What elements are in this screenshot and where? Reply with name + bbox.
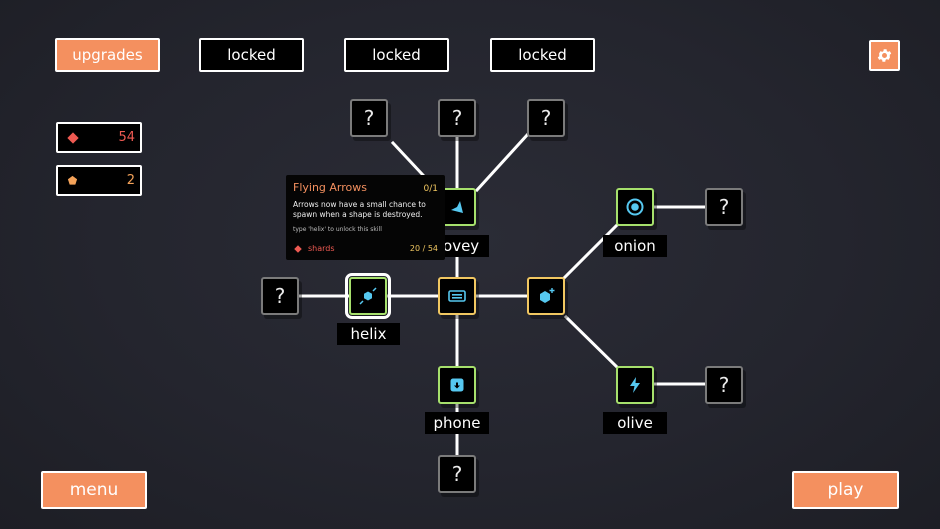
skill-label-helix: helix xyxy=(337,323,400,345)
tooltip-description: Arrows now have a small chance to spawn … xyxy=(293,200,426,219)
locked-tab-1[interactable]: locked xyxy=(199,38,304,72)
skill-node-core[interactable] xyxy=(438,277,476,315)
tooltip-cost-label: shards xyxy=(308,244,335,253)
hexagon-plus-icon xyxy=(540,288,555,303)
gear-icon xyxy=(877,49,892,62)
skill-label-phone: phone xyxy=(425,412,489,434)
settings-button[interactable] xyxy=(869,40,900,71)
diamond-icon xyxy=(67,131,79,144)
locked-tab-3[interactable]: locked xyxy=(490,38,595,72)
skill-node-olive[interactable] xyxy=(616,366,654,404)
gems-value: 2 xyxy=(126,173,135,188)
diamond-icon xyxy=(294,244,302,253)
unknown-skill-node[interactable]: ? xyxy=(705,366,743,404)
ring-icon xyxy=(626,198,644,216)
link-covey-q3 xyxy=(474,131,531,193)
unknown-skill-node[interactable]: ? xyxy=(350,99,388,137)
skill-node-helix[interactable] xyxy=(345,273,391,319)
hexagon-arrow-icon xyxy=(359,287,377,305)
tooltip-title: Flying Arrows xyxy=(293,181,367,194)
tooltip-cost-value: 20 / 54 xyxy=(409,244,438,253)
arrows-icon xyxy=(451,201,463,213)
skill-tooltip: Flying Arrows 0/1 Arrows now have a smal… xyxy=(286,175,445,260)
unknown-skill-node[interactable]: ? xyxy=(261,277,299,315)
unknown-skill-node[interactable]: ? xyxy=(438,99,476,137)
link-hub-onion xyxy=(560,219,623,282)
skill-node-phone[interactable] xyxy=(438,366,476,404)
lightning-icon xyxy=(630,377,640,393)
tooltip-hint: type 'helix' to unlock this skill xyxy=(293,226,382,233)
link-hub-olive xyxy=(563,314,623,373)
skill-node-hub[interactable] xyxy=(527,277,565,315)
unknown-skill-node[interactable]: ? xyxy=(438,455,476,493)
keyboard-icon xyxy=(448,290,466,302)
skill-label-onion: onion xyxy=(603,235,667,257)
pentagon-icon xyxy=(67,175,78,185)
upgrades-tab[interactable]: upgrades xyxy=(55,38,160,72)
unknown-skill-node[interactable]: ? xyxy=(527,99,565,137)
shards-value: 54 xyxy=(118,130,135,145)
gems-counter: 2 xyxy=(56,165,142,196)
shards-counter: 54 xyxy=(56,122,142,153)
menu-button[interactable]: menu xyxy=(41,471,147,509)
tooltip-rank: 0/1 xyxy=(423,184,438,194)
tooltip-cost: shards 20 / 54 xyxy=(294,244,438,253)
locked-tab-2[interactable]: locked xyxy=(344,38,449,72)
phone-icon xyxy=(450,378,464,392)
play-button[interactable]: play xyxy=(792,471,899,509)
unknown-skill-node[interactable]: ? xyxy=(705,188,743,226)
skill-label-olive: olive xyxy=(603,412,667,434)
skill-node-onion[interactable] xyxy=(616,188,654,226)
